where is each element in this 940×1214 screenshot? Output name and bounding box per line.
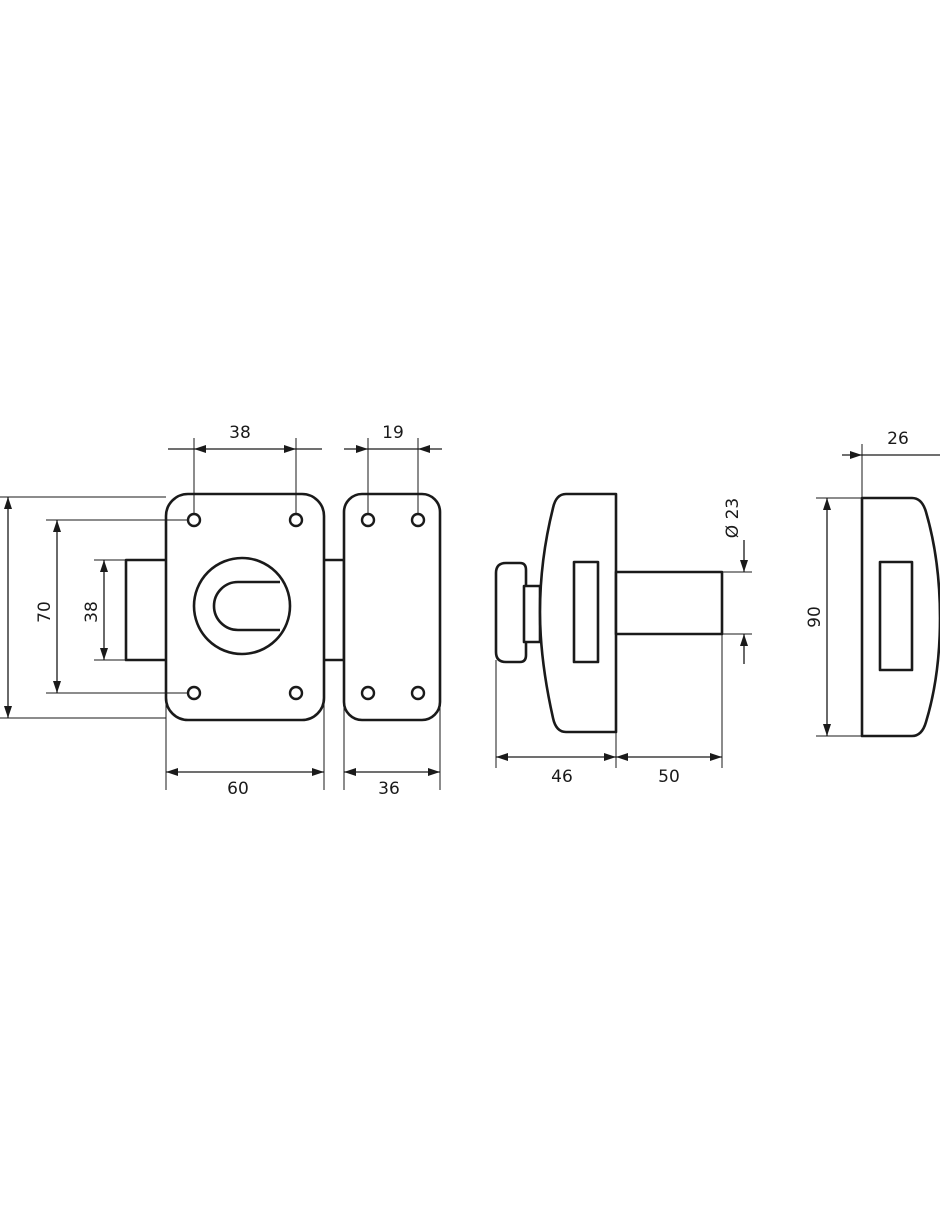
bolt-bar [614, 570, 724, 636]
side-dimensions: Ø 23 46 50 [495, 498, 752, 787]
screw-hole-top-right [288, 512, 304, 528]
keeper-hole-bottom-right [410, 685, 426, 701]
dim-front-height-total: ... [0, 598, 5, 614]
dim-keeper-side-depth: 26 [887, 429, 909, 449]
bolt-left-stub [124, 558, 170, 662]
keeper-dimensions: 19 36 [343, 423, 442, 799]
keeper-hole-bottom-left [360, 685, 376, 701]
dim-bolt-throw: 50 [658, 767, 680, 787]
keeper-side-dimensions: 26 90 [805, 429, 940, 737]
keeper-front-view [342, 492, 442, 722]
dim-front-width: 60 [227, 779, 249, 799]
thumb-knob [494, 561, 528, 664]
screw-hole-bottom-right [288, 685, 304, 701]
keeper-plate [342, 492, 442, 722]
side-slot [572, 560, 600, 664]
dim-keeper-side-height: 90 [805, 606, 825, 628]
dim-bolt-diameter: Ø 23 [723, 498, 743, 538]
screw-hole-top-left [186, 512, 202, 528]
dim-keeper-width: 36 [378, 779, 400, 799]
knob-stem [522, 584, 542, 644]
keeper-hole-top-right [410, 512, 426, 528]
front-view [124, 492, 346, 722]
keeper-side-slot [878, 560, 914, 672]
dim-front-bolt-height: 38 [82, 601, 102, 623]
front-dimensions: 38 ... 70 38 60 [0, 423, 325, 799]
dim-keeper-hole-spacing: 19 [382, 423, 404, 443]
keeper-hole-top-left [360, 512, 376, 528]
screw-hole-bottom-left [186, 685, 202, 701]
dim-front-hole-spacing: 38 [229, 423, 251, 443]
dim-front-hole-vertical: 70 [35, 601, 55, 623]
dim-side-depth: 46 [551, 767, 573, 787]
keeper-side-view [860, 496, 940, 738]
keyway-slot [212, 580, 280, 632]
side-view [494, 492, 724, 734]
